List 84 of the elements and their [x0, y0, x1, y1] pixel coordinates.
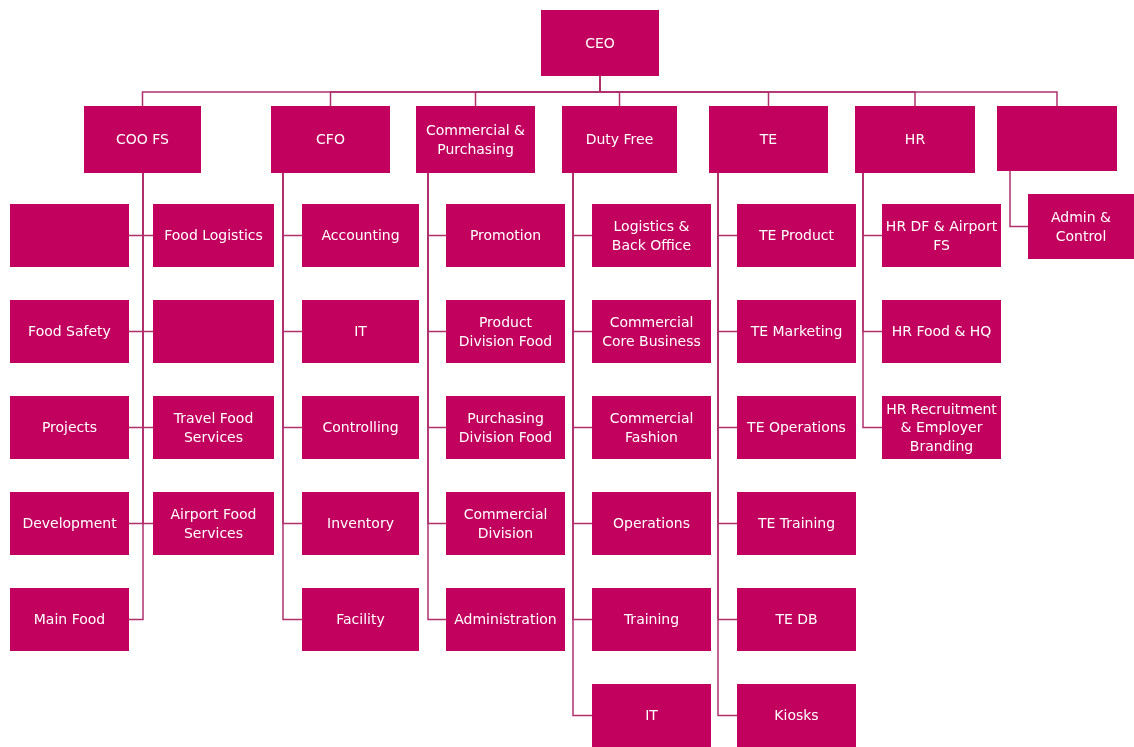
- role-label: Training: [623, 610, 680, 629]
- role-label: TE Product: [759, 226, 834, 245]
- org-box: [446, 588, 565, 651]
- org-box: [592, 492, 711, 555]
- role-label: IT: [354, 322, 367, 341]
- role-label: Operations: [613, 514, 690, 533]
- org-box: [153, 300, 274, 363]
- role-label: IT: [645, 706, 658, 725]
- org-box: [592, 204, 711, 267]
- role-label: TE Marketing: [750, 322, 843, 341]
- org-box: [737, 300, 856, 363]
- role-label: Duty Free: [585, 130, 654, 149]
- org-box: [855, 106, 975, 173]
- org-box: [10, 300, 129, 363]
- role-label: Accounting: [321, 226, 400, 245]
- org-box: [302, 300, 419, 363]
- role-label: HR Food & HQ: [891, 322, 992, 341]
- org-box: [737, 588, 856, 651]
- connector-line: [862, 172, 883, 429]
- org-box: [737, 396, 856, 459]
- role-label: Food Safety: [28, 322, 111, 341]
- org-box: [882, 300, 1001, 363]
- role-label: Food Logistics: [164, 226, 263, 245]
- role-label: Commercial Division: [462, 505, 549, 542]
- org-box: [10, 588, 129, 651]
- role-label: Development: [22, 514, 117, 533]
- role-label: Inventory: [327, 514, 394, 533]
- org-box: [271, 106, 390, 173]
- connector-line: [1009, 170, 1029, 228]
- org-box: [416, 106, 535, 173]
- role-label: HR DF & Airport FS: [885, 217, 998, 254]
- role-label: HR: [904, 130, 926, 149]
- role-label: Facility: [336, 610, 385, 629]
- role-label: Commercial Core Business: [601, 313, 702, 350]
- role-label: Airport Food Services: [169, 505, 258, 542]
- role-label: Travel Food Services: [172, 409, 255, 446]
- org-box: [882, 204, 1001, 267]
- role-label: Logistics & Back Office: [610, 217, 693, 254]
- org-box: [153, 396, 274, 459]
- org-box: [84, 106, 201, 173]
- org-box: [302, 204, 419, 267]
- org-box: [446, 492, 565, 555]
- org-box: [446, 300, 565, 363]
- org-box: [709, 106, 828, 173]
- org-box: [737, 684, 856, 747]
- org-box: [302, 588, 419, 651]
- org-box: [153, 204, 274, 267]
- org-box: [1028, 194, 1134, 259]
- role-label: TE: [759, 130, 778, 149]
- org-box: [10, 204, 129, 267]
- org-box: [446, 396, 565, 459]
- role-label: CEO: [585, 33, 615, 53]
- org-box: [562, 106, 677, 173]
- org-box: [10, 396, 129, 459]
- org-box: [10, 492, 129, 555]
- org-box: [541, 10, 659, 76]
- role-label: COO FS: [116, 130, 169, 149]
- org-box: [153, 492, 274, 555]
- org-box: [997, 106, 1117, 171]
- role-label: TE DB: [775, 610, 818, 629]
- role-label: Main Food: [33, 610, 106, 629]
- role-label: Kiosks: [774, 706, 819, 725]
- org-box: [737, 492, 856, 555]
- org-box: [592, 588, 711, 651]
- role-label: Admin & Control: [1050, 208, 1112, 245]
- org-box: [302, 492, 419, 555]
- org-box: [737, 204, 856, 267]
- role-label: TE Training: [757, 514, 836, 533]
- org-box: [592, 396, 711, 459]
- role-label: TE Operations: [747, 418, 846, 437]
- role-label: Purchasing Division Food: [457, 409, 554, 446]
- org-box: [592, 684, 711, 747]
- org-box: [446, 204, 565, 267]
- org-box: [592, 300, 711, 363]
- role-label: Commercial Fashion: [608, 409, 695, 446]
- role-label: Administration: [454, 610, 557, 629]
- role-label: Product Division Food: [457, 313, 554, 350]
- role-label: Controlling: [322, 418, 399, 437]
- org-box: [302, 396, 419, 459]
- role-label: CFO: [316, 130, 345, 149]
- role-label: Promotion: [469, 226, 542, 245]
- role-label: HR Recruitment & Employer Branding: [885, 400, 998, 455]
- role-label: Commercial & Purchasing: [424, 121, 527, 158]
- role-label: Projects: [41, 418, 98, 437]
